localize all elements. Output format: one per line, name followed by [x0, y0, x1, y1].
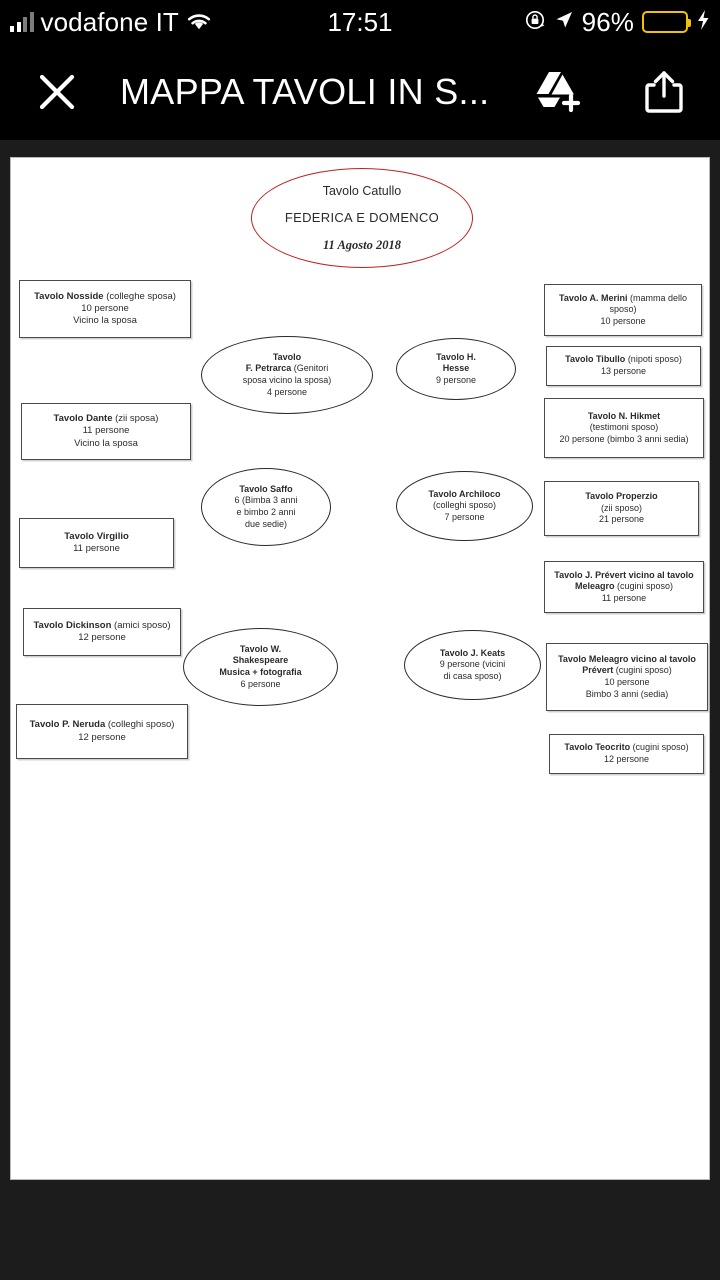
oval-title: Tavolo: [272, 351, 302, 362]
shape-tavolo-catullo-header: Tavolo Catullo FEDERICA E DOMENCO 11 Ago…: [251, 168, 473, 268]
oval-line: 9 persone: [435, 374, 477, 385]
app-toolbar: MAPPA TAVOLI IN S...: [0, 44, 720, 140]
oval-title: Tavolo J. Keats: [439, 647, 506, 658]
box-qualifier: (colleghi sposo): [105, 719, 175, 731]
table-oval-keats[interactable]: Tavolo J. Keats 9 persone (vicini di cas…: [404, 630, 541, 700]
box-qualifier: (zii sposa): [112, 413, 159, 425]
wifi-icon: [186, 12, 212, 32]
box-title: Tavolo N. Hikmet: [587, 410, 661, 421]
share-icon[interactable]: [636, 64, 692, 120]
header-table-label: Tavolo Catullo: [322, 184, 402, 199]
box-qualifier: (mamma dello sposo): [609, 292, 688, 315]
close-button[interactable]: [30, 65, 84, 119]
box-line: 12 persone: [603, 754, 650, 764]
box-qualifier: (amici sposo): [111, 619, 171, 631]
oval-title: Tavolo Archiloco: [428, 488, 501, 499]
table-oval-petrarca[interactable]: Tavolo F. Petrarca (Genitori sposa vicin…: [201, 336, 373, 414]
box-qualifier: (cugini sposo): [614, 581, 674, 592]
box-line: 13 persone: [600, 366, 647, 376]
table-box-hikmet[interactable]: Tavolo N. Hikmet (testimoni sposo) 20 pe…: [544, 398, 704, 458]
box-line: 20 persone (bimbo 3 anni sedia): [559, 433, 689, 444]
box-line: 11 persone: [82, 425, 130, 437]
add-to-drive-icon[interactable]: [528, 64, 588, 120]
box-line: Bimbo 3 anni (sedia): [585, 688, 669, 699]
box-title: Tavolo Dickinson: [33, 619, 112, 631]
oval-line: due sedie): [244, 518, 288, 529]
box-line: Vicino la sposa: [74, 437, 138, 449]
clock-label: 17:51: [327, 6, 393, 37]
signal-bars-icon: [10, 12, 34, 32]
location-arrow-icon: [554, 10, 574, 35]
table-box-teocrito[interactable]: Tavolo Teocrito (cugini sposo) 12 person…: [549, 734, 704, 774]
status-bar-center: 17:51: [0, 0, 720, 44]
status-bar-right: 96%: [524, 0, 710, 44]
table-oval-shakespeare[interactable]: Tavolo W. Shakespeare Musica + fotografi…: [183, 628, 338, 706]
charging-bolt-icon: [696, 9, 710, 36]
table-box-nosside[interactable]: Tavolo Nosside (colleghe sposa) 10 perso…: [19, 280, 191, 338]
box-title: Tavolo Teocrito: [564, 742, 631, 753]
box-title: Tavolo Virgilio: [64, 530, 129, 542]
oval-line: di casa sposo): [443, 670, 502, 681]
box-line: Vicino la sposa: [73, 315, 137, 327]
box-line: 10 persone: [604, 677, 650, 687]
box-line: 11 persone: [601, 592, 647, 603]
battery-icon: [642, 11, 691, 33]
box-qualifier: (nipoti sposo): [625, 354, 682, 365]
box-qualifier: (colleghe sposa): [103, 290, 176, 302]
header-couple-label: FEDERICA E DOMENCO: [284, 210, 440, 226]
box-line: 10 persone: [81, 302, 129, 314]
box-title: Tavolo Tibullo: [565, 354, 626, 365]
table-box-dante[interactable]: Tavolo Dante (zii sposa) 11 persone Vici…: [21, 403, 191, 460]
carrier-label: vodafone IT: [40, 6, 179, 37]
status-bar-left: vodafone IT: [10, 0, 212, 44]
table-box-prevert[interactable]: Tavolo J. Prévert vicino al tavolo Melea…: [544, 561, 704, 613]
box-line: 12 persone: [78, 632, 126, 643]
box-title: Tavolo Meleagro vicino al tavolo Prévert: [558, 653, 696, 676]
box-title: Tavolo A. Merini: [558, 292, 628, 303]
page-title: MAPPA TAVOLI IN S...: [120, 71, 490, 112]
box-qualifier: (cugini sposo): [630, 742, 689, 753]
table-oval-saffo[interactable]: Tavolo Saffo 6 (Bimba 3 anni e bimbo 2 a…: [201, 468, 331, 546]
box-line: (zii sposo): [600, 502, 642, 513]
oval-line: 9 persone (vicini: [439, 659, 506, 670]
box-title: Tavolo Nosside: [34, 290, 104, 302]
document-page[interactable]: Tavolo Catullo FEDERICA E DOMENCO 11 Ago…: [10, 157, 710, 1180]
box-qualifier: (cugini sposo): [613, 665, 672, 676]
battery-percent-label: 96%: [581, 6, 634, 37]
box-title: Tavolo J. Prévert vicino al tavolo Melea…: [554, 569, 694, 592]
oval-line: 6 persone: [240, 678, 281, 689]
table-oval-archiloco[interactable]: Tavolo Archiloco (colleghi sposo) 7 pers…: [396, 471, 533, 541]
table-box-tibullo[interactable]: Tavolo Tibullo (nipoti sposo) 13 persone: [546, 346, 701, 386]
table-oval-hesse[interactable]: Tavolo H. Hesse 9 persone: [396, 338, 516, 400]
table-box-virgilio[interactable]: Tavolo Virgilio 11 persone: [19, 518, 174, 568]
header-date-label: 11 Agosto 2018: [322, 237, 402, 252]
status-bar: vodafone IT 17:51: [0, 0, 720, 44]
box-title: Tavolo Properzio: [585, 491, 658, 502]
table-box-dickinson[interactable]: Tavolo Dickinson (amici sposo) 12 person…: [23, 608, 181, 656]
oval-line: 6 (Bimba 3 anni: [234, 495, 298, 506]
box-line: (testimoni sposo): [589, 422, 659, 433]
table-box-neruda[interactable]: Tavolo P. Neruda (colleghi sposo) 12 per…: [16, 704, 188, 759]
table-box-meleagro[interactable]: Tavolo Meleagro vicino al tavolo Prévert…: [546, 643, 708, 711]
rotation-lock-icon: [524, 9, 546, 36]
box-title: Tavolo Dante: [53, 413, 113, 425]
oval-line: 4 persone: [266, 386, 308, 397]
table-box-properzio[interactable]: Tavolo Properzio (zii sposo) 21 persone: [544, 481, 699, 536]
oval-title: Tavolo Saffo: [239, 483, 293, 494]
box-line: 10 persone: [600, 315, 646, 326]
oval-line: e bimbo 2 anni: [236, 507, 296, 517]
table-box-merini[interactable]: Tavolo A. Merini (mamma dello sposo) 10 …: [544, 284, 702, 336]
box-line: 21 persone: [598, 514, 645, 525]
box-line: 11 persone: [73, 543, 120, 554]
oval-line: (colleghi sposo): [432, 500, 497, 511]
box-title: Tavolo P. Neruda: [29, 719, 106, 731]
seating-map-canvas: Tavolo Catullo FEDERICA E DOMENCO 11 Ago…: [11, 158, 709, 1179]
oval-line: 7 persone: [444, 511, 485, 522]
box-line: 12 persone: [78, 731, 126, 743]
